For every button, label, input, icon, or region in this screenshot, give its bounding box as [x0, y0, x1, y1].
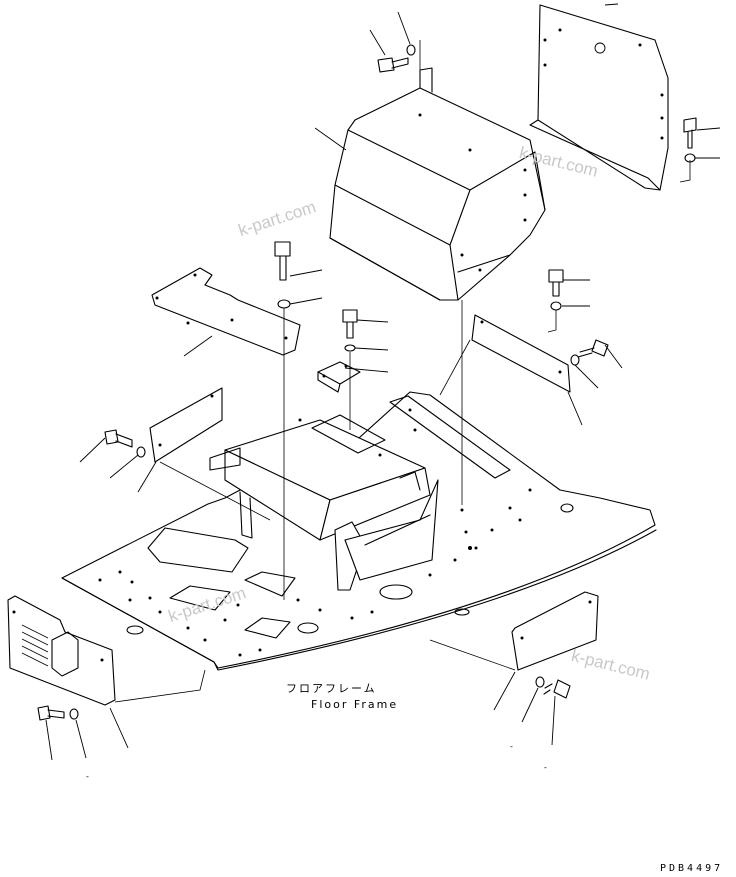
bolt-bottom-left: [37, 705, 65, 721]
bolt-right-side: [577, 339, 609, 358]
minor-mark-1: -: [86, 772, 89, 781]
bolt-left-mid: [104, 429, 133, 448]
right-side-plate: [471, 314, 571, 393]
washer-mid-2: [344, 344, 356, 352]
left-side-plate: [149, 387, 223, 463]
bolt-bottom-right: [543, 679, 571, 699]
main-cover: [329, 67, 546, 301]
drawing-code: PDB4497: [660, 863, 724, 874]
bolts-and-washers: [37, 44, 697, 721]
bolt-right-top: [683, 117, 697, 149]
bolt-mid-2: [342, 309, 358, 339]
floor-frame-plate: [61, 391, 657, 671]
left-front-cover: [7, 595, 116, 706]
upper-left-panel: [151, 267, 301, 356]
label-japanese: フロアフレーム: [286, 682, 377, 695]
washer-right-mid: [550, 301, 562, 311]
bolt-top: [377, 57, 409, 73]
front-bracket: [334, 479, 439, 591]
floor-dots: [98, 408, 532, 657]
minor-mark-3: -: [544, 763, 547, 772]
washer-right-side: [570, 354, 580, 366]
washer-left-mid: [136, 446, 146, 458]
washer-bottom-left: [69, 708, 79, 720]
washer-bottom-right: [535, 676, 545, 688]
battery-box-frame: [209, 414, 431, 541]
bolt-mid-1: [274, 241, 291, 281]
leader-lines: [45, 3, 721, 761]
bolt-right-mid: [548, 269, 564, 297]
louver-vents: [21, 624, 79, 677]
washer-mid-1: [277, 299, 291, 309]
top-right-panel: [529, 4, 669, 191]
minor-mark-2: -: [510, 742, 513, 751]
washer-top: [406, 44, 416, 56]
small-plate: [317, 361, 361, 393]
label-english: Floor Frame: [311, 698, 399, 711]
front-right-cover: [511, 591, 599, 671]
